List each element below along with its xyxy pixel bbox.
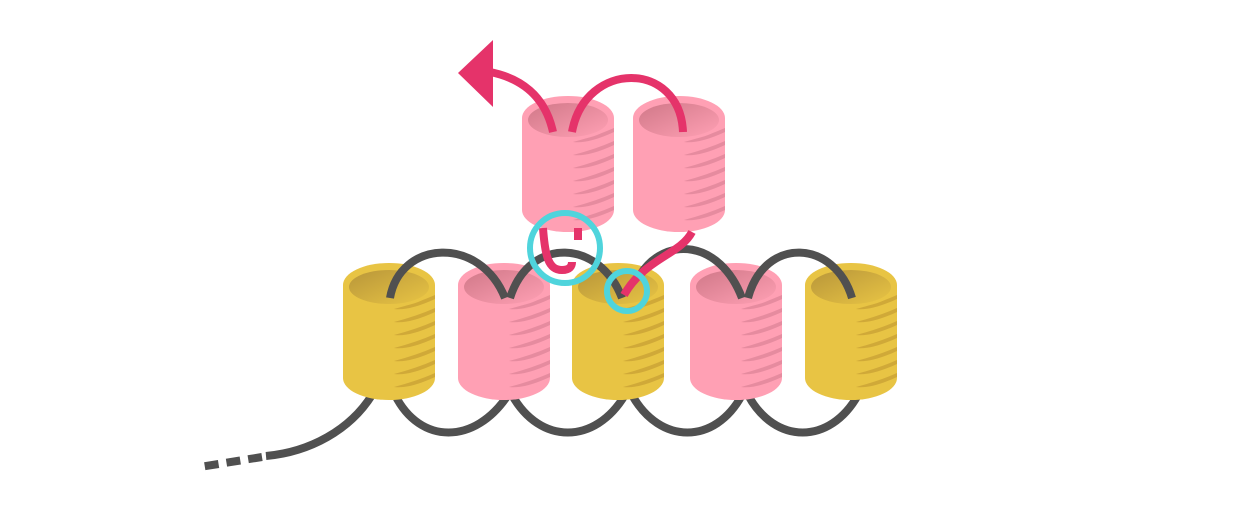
gray-bottom-loop-3 [628,392,746,437]
helix-stripe [856,295,897,310]
helix-stripe [623,373,664,388]
helix-stripe [856,321,897,336]
helix-stripe [573,128,614,143]
helix-stripe [573,141,614,156]
helix-stripe [741,295,782,310]
helix-stripe [623,334,664,349]
helix-stripe [573,167,614,182]
gray-loop-chain [199,392,862,471]
helix-stripe [623,308,664,323]
helix-stripe [741,334,782,349]
helix-stripe [509,295,550,310]
helix-stripe [684,167,725,182]
pink-helix-cylinder [458,263,550,400]
helix-stripe [684,141,725,156]
highlight-circle-large [527,210,603,286]
helix-stripe [509,321,550,336]
gray-tail [265,392,376,460]
helix-stripe [573,193,614,208]
top-helix-row [522,96,725,232]
helix-stripe [394,334,435,349]
helix-stripe [573,206,614,221]
yellow-helix-cylinder [805,263,897,400]
helix-stripe [509,334,550,349]
helix-stripe [394,295,435,310]
helix-stripe [394,308,435,323]
helix-stripe [684,180,725,195]
pink-connector-loop [620,229,696,298]
helix-stripe [509,308,550,323]
helix-stripe [741,360,782,375]
helix-stripe [856,334,897,349]
helix-stripe [573,180,614,195]
bottom-helix-row [343,263,897,400]
helix-stripe [856,347,897,362]
gray-tail-dashes [199,453,263,471]
arrow-head-icon [458,40,493,107]
helix-stripe [741,347,782,362]
helix-stripe [509,373,550,388]
gray-bottom-loop-4 [744,392,862,437]
helix-stripe [394,321,435,336]
pink-top-arch [568,74,687,133]
helix-stripe [623,321,664,336]
yellow-helix-cylinder [343,263,435,400]
helix-stripe [394,373,435,388]
gray-top-arch-1 [386,248,509,300]
helix-stripe [856,373,897,388]
helix-stripe [394,360,435,375]
pink-helix-cylinder [633,96,725,232]
helix-stripe [394,347,435,362]
helix-stripe [684,206,725,221]
gray-bottom-loop-1 [391,392,512,437]
helix-stripe [573,154,614,169]
gray-bottom-loop-2 [508,392,629,437]
pink-hook-loop [539,227,576,275]
helix-stripe [741,373,782,388]
pink-exit-loop [489,68,557,133]
helix-stripe [684,154,725,169]
helix-stripe [856,360,897,375]
helix-stripe [741,321,782,336]
gray-top-arch-4 [744,248,856,300]
helix-stripe [623,347,664,362]
helix-stripe [856,308,897,323]
helix-stripe [684,128,725,143]
helix-stripe [623,360,664,375]
helix-stripe [684,193,725,208]
pink-loops [489,68,696,298]
helix-stripe [509,360,550,375]
highlight-circle-small [604,268,650,314]
helix-stripe [741,308,782,323]
helix-stripe [509,347,550,362]
